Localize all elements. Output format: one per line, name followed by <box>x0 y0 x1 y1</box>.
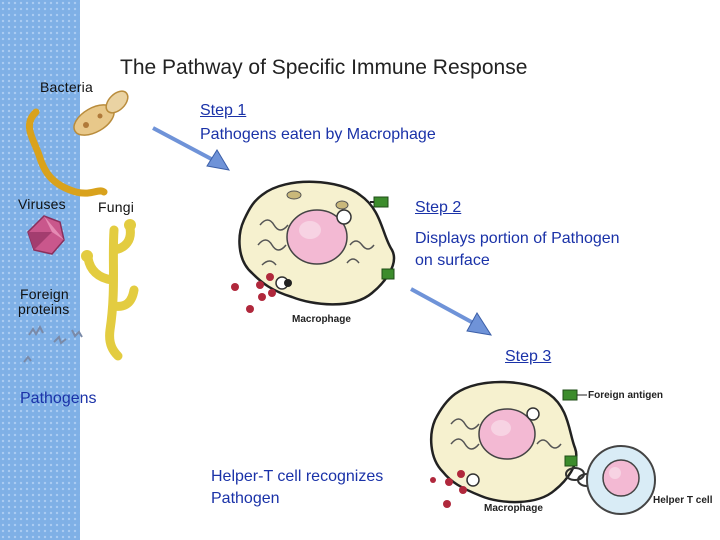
step-1-label: Step 1 <box>200 102 247 119</box>
macrophage-2-illustration <box>429 380 656 515</box>
step-1-description: Pathogens eaten by Macrophage <box>200 126 436 143</box>
pathogen-dot-icon <box>256 281 264 289</box>
pathogen-dot-icon <box>445 478 453 486</box>
pathogen-dot-icon <box>443 500 451 508</box>
bacteria-label: Bacteria <box>40 79 93 95</box>
foreign-proteins-label-line1: Foreign <box>20 286 69 302</box>
pathogen-dot-icon <box>246 305 254 313</box>
macrophage-1-nucleus <box>286 209 348 265</box>
macrophage-2-label: Macrophage <box>484 503 543 514</box>
step-2-label: Step 2 <box>415 199 462 216</box>
pathogen-dot-icon <box>430 477 436 483</box>
slide-title: The Pathway of Specific Immune Response <box>120 56 528 79</box>
helper-t-description-line2: Pathogen <box>211 490 280 507</box>
foreign-antigen-label: Foreign antigen <box>588 390 663 401</box>
pathogen-dot-icon <box>268 289 276 297</box>
step-3-label: Step 3 <box>505 348 552 365</box>
pathogen-dot-icon <box>258 293 266 301</box>
pathogens-illustration <box>23 90 139 363</box>
step-1-arrow <box>152 126 230 171</box>
pathogen-dot-icon <box>459 486 467 494</box>
antigen-icon <box>562 389 578 401</box>
pathogen-dot-icon <box>231 283 239 291</box>
antigen-icon <box>381 268 395 280</box>
protein-icon <box>23 355 32 363</box>
helper-t-cell-label: Helper T cell <box>653 495 713 506</box>
pathogens-caption: Pathogens <box>20 390 97 407</box>
macrophage-1-label: Macrophage <box>292 314 351 325</box>
macrophage-1-illustration <box>231 180 396 313</box>
protein-icon <box>71 329 83 338</box>
antigen-icon <box>373 196 389 208</box>
helper-t-description-line1: Helper-T cell recognizes <box>211 468 384 485</box>
left-decorative-strip <box>0 0 80 540</box>
viruses-label: Viruses <box>18 196 66 212</box>
antigen-icon <box>564 455 578 467</box>
step-2-arrow <box>410 287 493 336</box>
fungi-icon <box>83 223 139 361</box>
step-2-description-line1: Displays portion of Pathogen <box>415 230 620 247</box>
bacteria-worm-icon <box>25 108 108 197</box>
step-2-description-line2: on surface <box>415 252 490 269</box>
protein-icon <box>28 324 44 336</box>
protein-icon <box>53 335 67 345</box>
pathogen-dot-icon <box>266 273 274 281</box>
bacteria-rod-icon <box>105 90 129 114</box>
pathogen-dot-icon <box>457 470 465 478</box>
foreign-proteins-label-line2: proteins <box>18 301 70 317</box>
fungi-label: Fungi <box>98 199 135 215</box>
